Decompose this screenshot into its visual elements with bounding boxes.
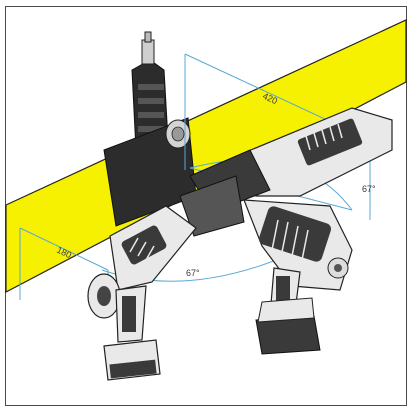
bottom-angle-label: 67° [186,268,200,278]
tee-fitting [103,31,197,227]
press-tool-left [87,205,197,381]
press-tool-right [179,107,393,355]
right-angle-label: 67° [362,184,376,194]
pipe [5,19,407,293]
